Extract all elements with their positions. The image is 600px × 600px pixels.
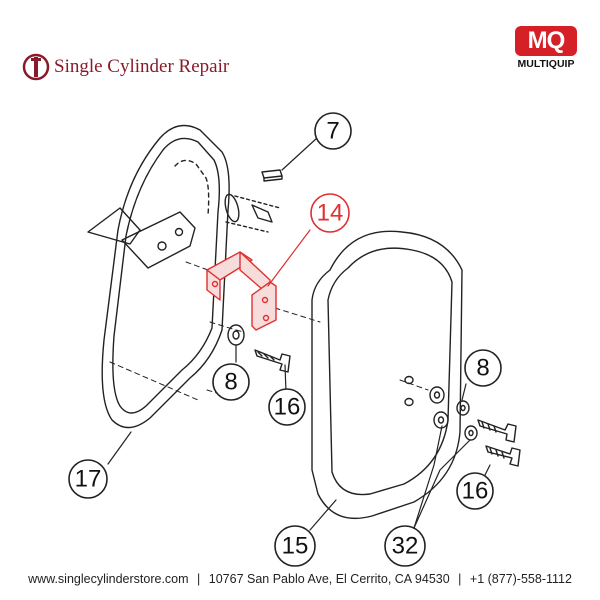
callout-circle-14 [310, 193, 350, 233]
callout-7: 7 [326, 118, 339, 145]
right-washers [429, 386, 478, 441]
footer: www.singlecylinderstore.com | 10767 San … [0, 572, 600, 586]
callout-circle-7 [314, 112, 352, 150]
multiquip-name: MULTIQUIP [517, 58, 575, 70]
bracket-part-14 [206, 251, 277, 331]
drive-shaft [224, 193, 281, 233]
brand-title: Single Cylinder Repair [54, 56, 230, 77]
mq-badge: MQ [515, 26, 577, 56]
belt-guard-frame [101, 124, 230, 429]
callout-32: 32 [392, 533, 419, 560]
multiquip-logo: MQ MULTIQUIP [510, 26, 582, 82]
footer-separator-1: | [197, 572, 201, 586]
callout-circle-32 [384, 525, 426, 567]
callout-circle-15 [274, 525, 316, 567]
callout-14: 14 [317, 200, 344, 227]
left-bolt [254, 349, 291, 373]
shaft-key [261, 169, 283, 182]
belt-guard-cover [311, 230, 463, 520]
callout-17: 17 [75, 466, 102, 493]
callout-circle-8-left [212, 363, 250, 401]
callout-circles [68, 112, 502, 567]
callout-16-left: 16 [274, 394, 301, 421]
callout-8-left: 8 [224, 369, 237, 396]
footer-website-link[interactable]: www.singlecylinderstore.com [28, 572, 189, 586]
brand-logo-icon [22, 53, 50, 81]
callout-circle-16-left [268, 388, 306, 426]
leader-lines [107, 137, 491, 531]
footer-separator-2: | [458, 572, 462, 586]
footer-phone: +1 (877)-558-1112 [469, 572, 572, 586]
right-bolts [477, 419, 521, 467]
callout-16-right: 16 [462, 478, 489, 505]
callout-8-right: 8 [476, 355, 489, 382]
callout-15: 15 [282, 533, 309, 560]
callout-circle-16-right [456, 472, 494, 510]
brand: Single Cylinder Repair [22, 52, 229, 82]
footer-address: 10767 San Pablo Ave, El Cerrito, CA 9453… [208, 572, 450, 586]
left-washer [227, 324, 245, 346]
mounting-bracket [87, 207, 196, 269]
callout-circle-17 [68, 459, 108, 499]
callout-circle-8-right [464, 349, 502, 387]
